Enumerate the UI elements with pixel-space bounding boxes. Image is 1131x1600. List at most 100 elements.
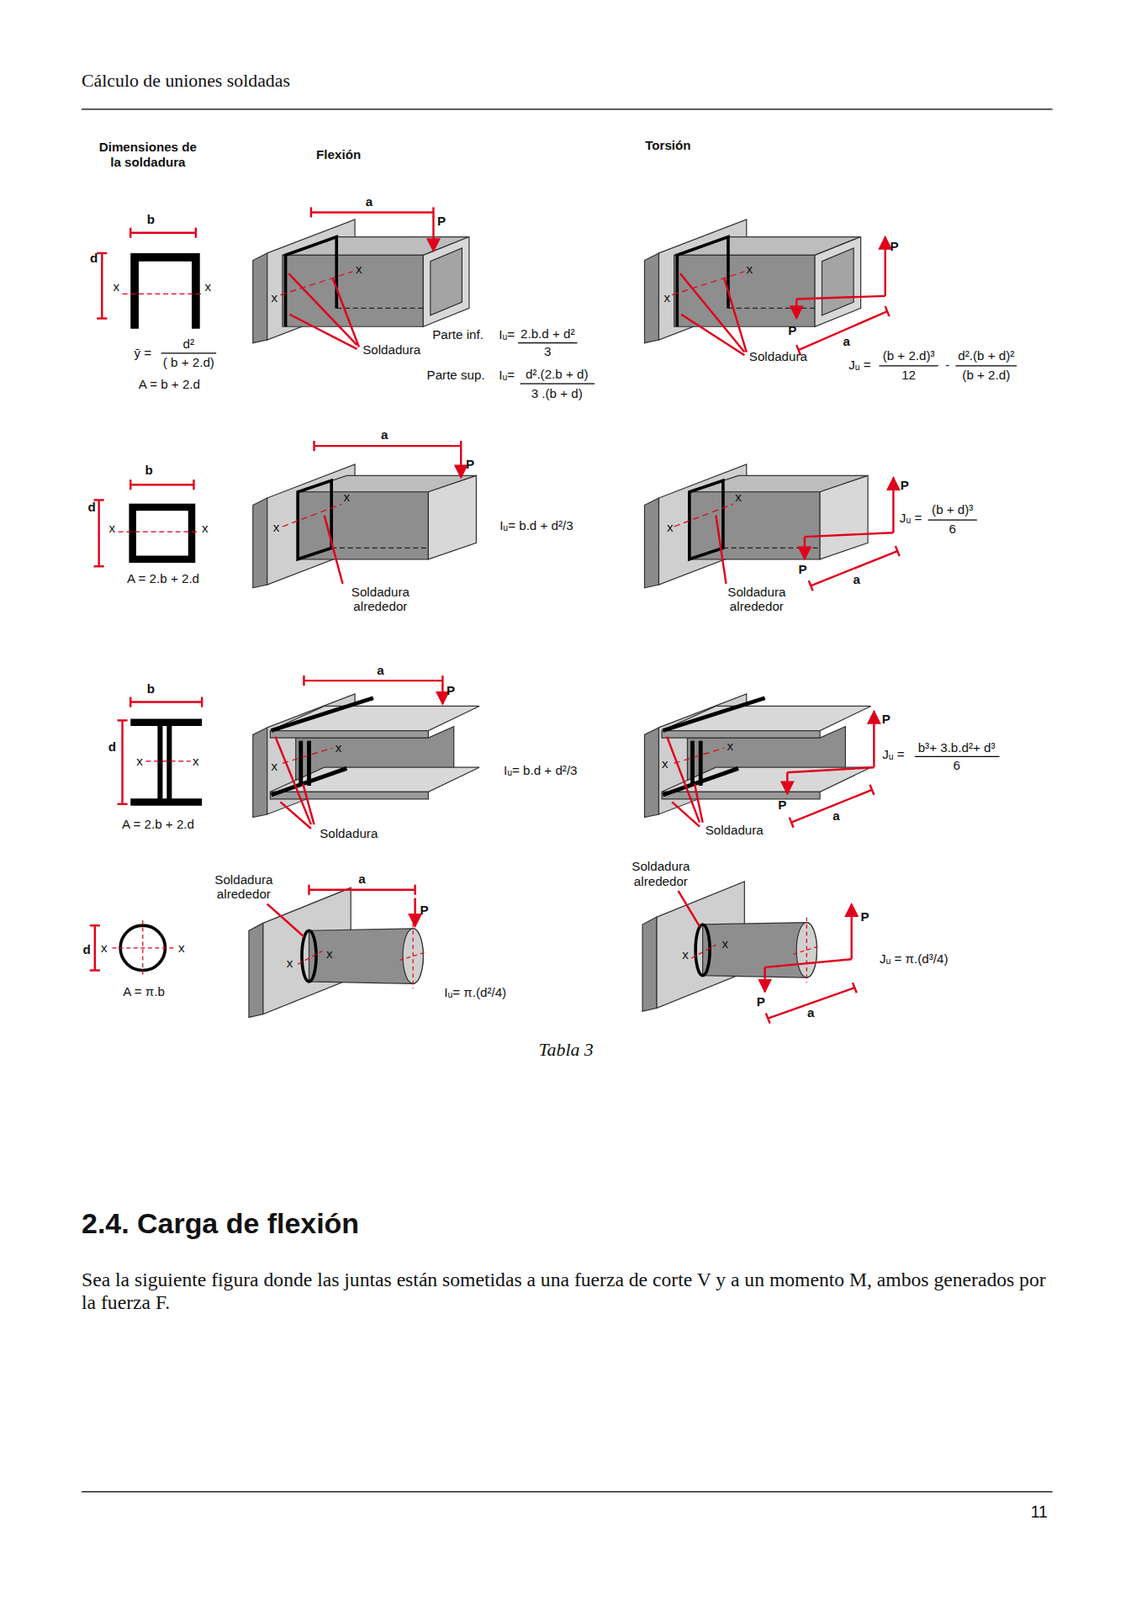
formula-bar <box>517 343 1017 757</box>
load-dimension <box>459 440 462 451</box>
figure-label: d <box>88 499 96 514</box>
figure-label: P <box>798 561 807 577</box>
load-dimension <box>787 766 874 772</box>
weld-section-box <box>94 479 201 566</box>
formula-bar <box>928 518 978 520</box>
figure-label: 3 .(b + d) <box>531 385 583 401</box>
load-dimension <box>308 888 415 891</box>
figure-label: Flexión <box>316 147 361 163</box>
load-dimension <box>885 306 890 317</box>
leader-line <box>666 736 700 823</box>
figure-label: P <box>900 478 910 493</box>
leader-line <box>288 273 357 345</box>
figure-label: P <box>787 322 797 338</box>
weld-section-round <box>89 968 101 971</box>
figure-label: d² <box>183 336 195 351</box>
load-dimension <box>303 206 899 1023</box>
figure-label: x <box>270 758 278 773</box>
leader-line <box>302 783 314 825</box>
load-dimension <box>786 771 788 793</box>
figure-label: Jᵤ = π.(d³/4) <box>879 951 949 966</box>
figure-label: P <box>882 711 891 726</box>
formula-bar <box>878 364 938 366</box>
figure-label: Parte inf. <box>432 327 484 342</box>
figure-label: Parte sup. <box>427 368 486 383</box>
formula-bar <box>520 383 596 385</box>
load-dimension <box>441 684 444 704</box>
weld-section-i <box>200 697 203 708</box>
leader-line <box>671 801 700 826</box>
figure-label: Soldadura <box>705 823 764 838</box>
figure-label: x <box>681 946 689 962</box>
weld-section-i <box>130 718 202 726</box>
figure-label: d <box>89 250 98 265</box>
weld-section-round <box>89 919 174 975</box>
weld-section-u <box>100 253 103 319</box>
load-dimension <box>804 532 894 537</box>
weld-section-i <box>145 760 191 762</box>
figure-label: - <box>945 357 950 372</box>
figure-label: Torsión <box>644 138 691 154</box>
weld-section-round <box>111 946 174 948</box>
weld-section-u <box>129 227 132 238</box>
load-dimension <box>803 536 806 560</box>
page-rule <box>81 108 1053 110</box>
figure-label: x <box>270 290 278 305</box>
figure-label: Soldadura <box>749 349 808 365</box>
load-dimension <box>307 884 310 895</box>
weld-section-round <box>142 919 143 975</box>
figure-label: Soldadura <box>319 825 378 841</box>
figure-label: x <box>205 279 212 294</box>
load-dimension <box>413 884 416 895</box>
weld-section-box <box>118 530 201 532</box>
figure-label: x <box>727 738 735 753</box>
leader-line <box>267 273 747 936</box>
weld-section-u <box>96 252 107 254</box>
load-dimension <box>808 580 814 591</box>
figure-label: A = b + 2.d <box>138 377 201 392</box>
weld-section-i <box>157 722 163 803</box>
beam-figure <box>248 219 872 1017</box>
weld-section-u <box>195 227 197 238</box>
weld-section-i <box>129 697 132 708</box>
load-dimension <box>870 784 875 795</box>
figure-label: x <box>746 261 754 276</box>
weld-section-box <box>132 507 192 560</box>
figure-label: a <box>380 427 388 442</box>
weld-section-u <box>130 231 196 233</box>
load-dimension <box>312 440 315 451</box>
figure-label: ȳ = <box>133 345 152 360</box>
figure-label: x <box>100 940 108 955</box>
leader-line <box>324 515 344 584</box>
figure-label: (b + 2.d) <box>961 368 1010 383</box>
figure-label: 2.b.d + d² <box>520 326 575 341</box>
load-dimension <box>763 967 766 992</box>
figure-label: (b + d)³ <box>931 502 973 518</box>
figure-label: a <box>376 662 384 677</box>
figure-label: P <box>860 909 869 925</box>
leader-line <box>678 890 700 926</box>
load-dimension <box>892 477 894 533</box>
weld-section-box <box>94 565 105 567</box>
figure-label: d².(b + d)² <box>957 348 1015 364</box>
figure-label: Dimensiones de la soldadura <box>94 139 201 170</box>
figure-label: Soldadura alrededor <box>619 858 702 888</box>
weld-section-u <box>134 257 196 329</box>
load-dimension <box>884 237 887 296</box>
load-dimension <box>765 958 852 968</box>
figure-label: P <box>446 682 455 698</box>
formula-bar <box>914 755 1000 757</box>
load-dimension <box>459 449 462 478</box>
formula-bar <box>517 342 577 344</box>
beam-figure <box>644 693 871 818</box>
figure-label: x <box>734 489 742 504</box>
load-dimension <box>766 1012 771 1023</box>
figure-label: x <box>343 489 351 504</box>
figure-label: b <box>147 681 155 696</box>
leader-line <box>694 783 703 823</box>
figure-label: A = 2.b + 2.d <box>126 570 200 586</box>
table-caption: Tabla 3 <box>538 1040 593 1062</box>
load-dimension <box>302 675 305 686</box>
page-rule <box>81 1490 1053 1492</box>
figure-label: x <box>201 521 209 536</box>
